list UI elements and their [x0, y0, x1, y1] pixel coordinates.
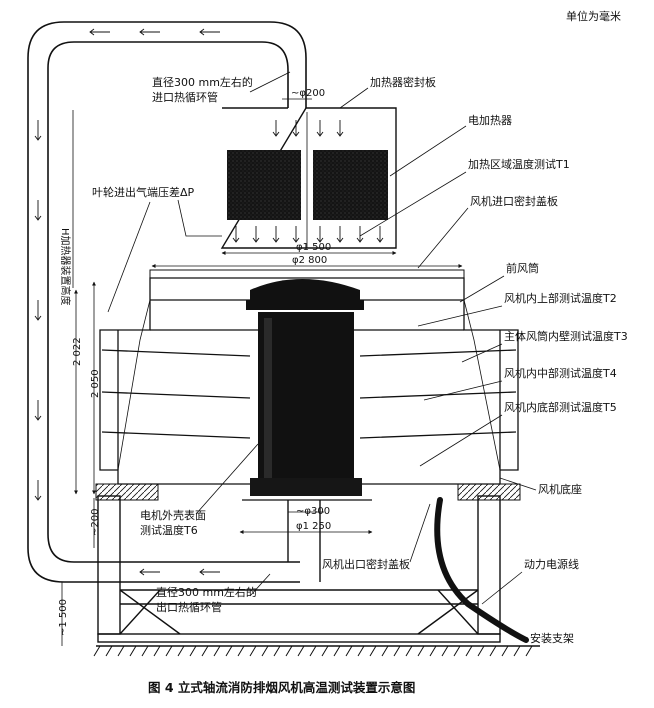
- middle-t4-leader: [423, 380, 503, 401]
- upper-t2-label: 风机内上部测试温度T2: [504, 291, 617, 305]
- heater-element-left: [227, 150, 301, 220]
- figure-caption: 图 4 立式轴流消防排烟风机高温测试装置示意图: [148, 680, 415, 695]
- electric-heater-label: 电加热器: [468, 114, 512, 127]
- dim-1500: ~1 500: [58, 599, 69, 636]
- heating-zone-t1-label: 加热区域温度测试T1: [468, 157, 570, 171]
- dim-phi1500: φ1 500: [296, 242, 331, 253]
- dim-2022: 2 022: [72, 337, 83, 366]
- bottom-t5-leader: [419, 414, 503, 467]
- fan-inlet-seal-plate: [149, 269, 465, 279]
- impeller-hub: [250, 279, 360, 302]
- outlet-pipe-label-1: 直径300 mm左右的: [156, 585, 257, 599]
- fan-base-label: 风机底座: [538, 482, 582, 496]
- support-label: 安装支架: [530, 631, 574, 645]
- upper-t2-leader: [417, 305, 503, 327]
- motor-end: [250, 478, 362, 496]
- fan-inlet-seal-leader: [417, 207, 469, 269]
- dim-phi200: ~φ200: [291, 88, 325, 99]
- bottom-t5-label: 风机内底部测试温度T5: [504, 400, 617, 414]
- dim-phi2800: φ2 800: [292, 255, 327, 266]
- inlet-pipe-leader: [249, 71, 291, 93]
- fan-base-hatch-left: [95, 483, 159, 501]
- impeller-dp-leader-2: [107, 201, 151, 313]
- fan-base-hatch-right: [457, 483, 521, 501]
- impeller-dp-label: 叶轮进出气端压差ΔP: [92, 185, 195, 199]
- heater-box: [220, 107, 397, 249]
- impeller-hub-base: [246, 300, 364, 310]
- inlet-pipe-label-1: 直径300 mm左右的: [152, 75, 253, 89]
- dim-phi300: ~φ300: [296, 506, 330, 517]
- motor-body-highlight: [264, 318, 272, 490]
- motor-t6-label-1: 电机外壳表面: [140, 508, 206, 522]
- fan-inner-lines: [117, 299, 501, 471]
- heater-seal-leader: [339, 87, 369, 109]
- motor-body: [258, 312, 354, 496]
- support-leader: [499, 627, 529, 639]
- outlet-pipe-label-2: 出口热循环管: [156, 600, 222, 614]
- motor-t6-leader: [195, 443, 259, 515]
- outlet-seal-leader: [409, 503, 431, 563]
- power-cable: [434, 497, 529, 643]
- dim-2050: 2 050: [90, 369, 101, 398]
- fan-base-leader: [499, 477, 537, 491]
- impeller-dp-leader: [177, 199, 222, 237]
- heater-height-label: H加热器装置高度: [59, 228, 72, 306]
- circulation-pipe: [27, 21, 307, 583]
- heating-zone-t1-leader: [359, 171, 467, 237]
- dim-phi1250: φ1 250: [296, 521, 331, 532]
- heater-element-right: [313, 150, 388, 220]
- wall-t3-label: 主体风筒内壁测试温度T3: [504, 329, 628, 343]
- power-cable-leader: [481, 571, 523, 605]
- fan-inlet-seal-label: 风机进口密封盖板: [470, 194, 558, 208]
- outlet-pipe-leader: [249, 573, 271, 597]
- front-duct-leader: [459, 275, 505, 303]
- dim-200: ~200: [90, 509, 101, 536]
- ground: [93, 645, 540, 657]
- heater-seal-label: 加热器密封板: [370, 75, 436, 89]
- inlet-pipe-label-2: 进口热循环管: [152, 90, 218, 104]
- support-stand: [97, 495, 501, 643]
- motor-t6-label-2: 测试温度T6: [140, 523, 198, 537]
- front-duct-label: 前风筒: [506, 261, 539, 275]
- outlet-duct: [287, 500, 321, 582]
- power-cable-label: 动力电源线: [524, 557, 579, 571]
- pipe-flow-arrows: [34, 28, 220, 576]
- heater-flow-arrows: [232, 120, 384, 243]
- electric-heater-leader: [389, 125, 467, 177]
- unit-note: 单位为毫米: [566, 9, 621, 23]
- wall-t3-leader: [461, 343, 503, 363]
- middle-t4-label: 风机内中部测试温度T4: [504, 366, 617, 380]
- outlet-seal-label: 风机出口密封盖板: [322, 557, 410, 571]
